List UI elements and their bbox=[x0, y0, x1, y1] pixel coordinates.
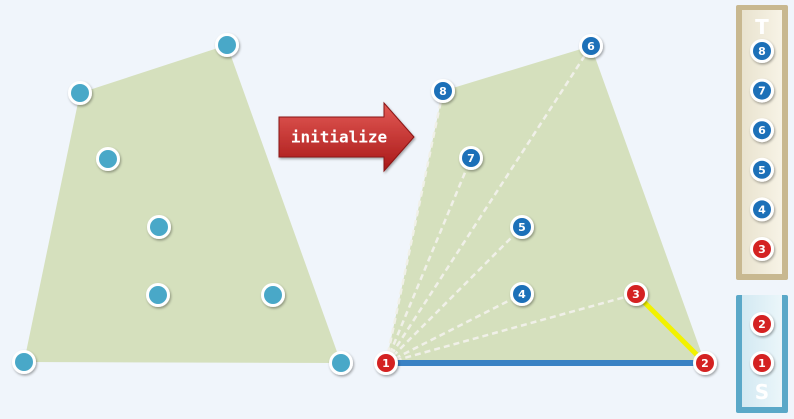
point-8 bbox=[261, 283, 285, 307]
arrow-shape bbox=[278, 101, 415, 173]
stack-t-item-7: 7 bbox=[750, 78, 774, 103]
stack-t-item-8-label: 8 bbox=[758, 45, 766, 58]
point-5: 5 bbox=[510, 215, 534, 239]
stack-t-item-3-label: 3 bbox=[758, 243, 766, 256]
stack-s-items: 21 bbox=[750, 312, 774, 375]
diagonal-1-6 bbox=[384, 45, 593, 364]
highlight-edge bbox=[634, 292, 707, 365]
point-7: 7 bbox=[459, 146, 483, 170]
diagonal-1-3 bbox=[385, 292, 637, 365]
right-diagram: 1 2 3 4 5 6 7 8 bbox=[374, 34, 717, 375]
point-3 bbox=[215, 33, 239, 57]
point-6-label: 6 bbox=[587, 40, 595, 53]
stack-t-item-8: 8 bbox=[750, 39, 774, 63]
left-points bbox=[12, 33, 353, 375]
point-4 bbox=[329, 351, 353, 375]
point-1: 1 bbox=[374, 351, 398, 375]
stack-t-item-4: 4 bbox=[750, 197, 774, 222]
stack-s-letter: S bbox=[755, 380, 769, 404]
point-2-label: 2 bbox=[701, 357, 709, 370]
stack-t-items: 8 7 6 5 4 3 bbox=[750, 39, 774, 261]
stack-t-letter: T bbox=[755, 15, 769, 39]
stack-s-item-2-label: 2 bbox=[758, 318, 766, 331]
stack-s-item-1-label: 1 bbox=[758, 357, 766, 370]
point-8-label: 8 bbox=[439, 85, 447, 98]
point-8: 8 bbox=[431, 79, 455, 103]
diagonal-lines bbox=[384, 45, 637, 365]
stack-t-item-5-label: 5 bbox=[758, 164, 766, 177]
initialize-arrow: initialize bbox=[278, 101, 415, 173]
point-6 bbox=[147, 215, 171, 239]
point-4: 4 bbox=[510, 282, 534, 306]
stack-t-item-3: 3 bbox=[750, 237, 774, 261]
diagonal-1-7 bbox=[384, 157, 473, 364]
numbered-points: 1 2 3 4 5 6 7 8 bbox=[374, 34, 717, 375]
arrow-label: initialize bbox=[291, 128, 387, 147]
point-7-label: 7 bbox=[467, 152, 475, 165]
point-2 bbox=[68, 81, 92, 105]
point-6: 6 bbox=[579, 34, 603, 58]
stack-t-item-7-label: 7 bbox=[758, 85, 766, 98]
stack-s-item-1: 1 bbox=[750, 351, 774, 375]
left-diagram bbox=[12, 33, 353, 375]
stack-t-item-5: 5 bbox=[750, 157, 774, 182]
diagonal-1-5 bbox=[385, 226, 523, 364]
point-5-label: 5 bbox=[518, 221, 526, 234]
point-5 bbox=[96, 147, 120, 171]
point-3-label: 3 bbox=[632, 288, 640, 301]
stack-s: S 21 bbox=[736, 295, 788, 413]
diagonal-1-4 bbox=[385, 292, 523, 365]
point-4-label: 4 bbox=[518, 288, 526, 301]
point-1-label: 1 bbox=[382, 357, 390, 370]
point-2: 2 bbox=[693, 351, 717, 375]
stack-t-item-6-label: 6 bbox=[758, 124, 766, 137]
stack-t: T 8 7 6 5 4 3 bbox=[736, 5, 788, 280]
left-polygon bbox=[24, 45, 341, 363]
point-7 bbox=[146, 283, 170, 307]
point-3: 3 bbox=[624, 282, 648, 306]
point-1 bbox=[12, 350, 36, 374]
stack-t-item-6: 6 bbox=[750, 118, 774, 143]
stack-t-item-4-label: 4 bbox=[758, 203, 766, 216]
diagonal-1-8 bbox=[384, 90, 445, 364]
stack-s-item-2: 2 bbox=[750, 312, 774, 336]
